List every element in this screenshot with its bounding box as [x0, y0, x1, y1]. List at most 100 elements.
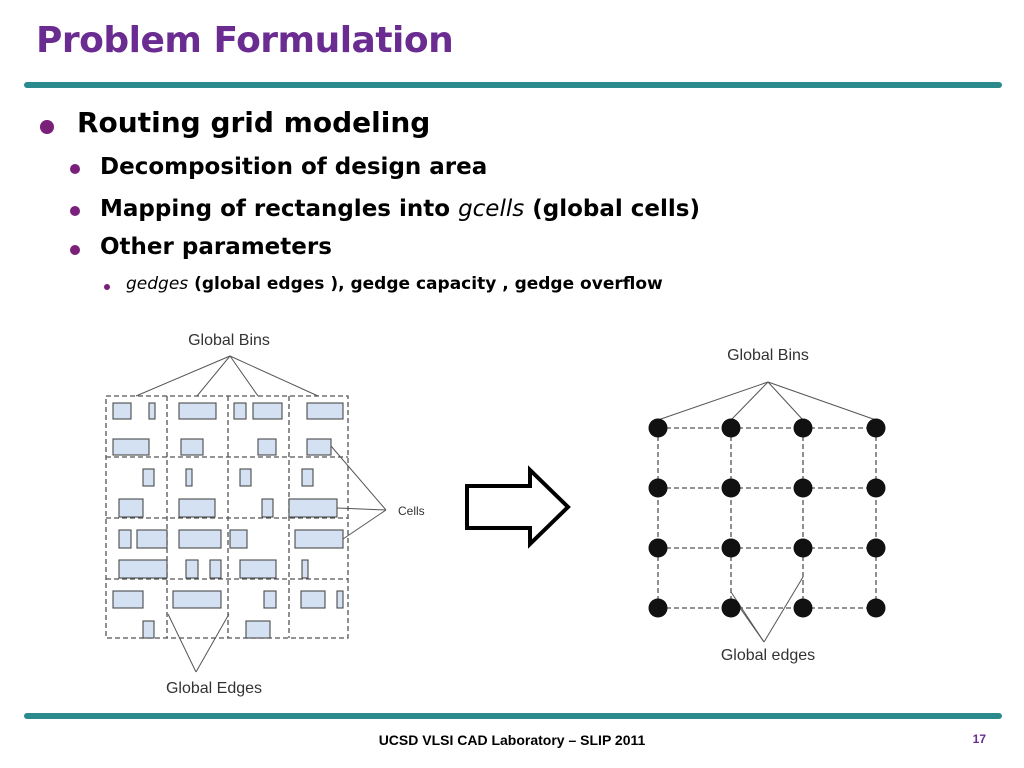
bullet-gedges-text: (global edges ), gedge capacity , gedge … [188, 274, 663, 294]
cell-rect [178, 498, 216, 518]
bullet-gedges: gedges (global edges ), gedge capacity ,… [126, 274, 663, 294]
bullet-gedges-term: gedges [126, 274, 189, 294]
bin-node [648, 418, 668, 438]
cell-rect [185, 559, 199, 579]
callout-line [229, 355, 319, 397]
bin-nodes [648, 418, 886, 618]
cell-rect [178, 402, 217, 420]
bullet-global-cells-text: (global cells) [524, 196, 700, 222]
cell-rect [142, 468, 155, 487]
cell-rect [180, 438, 204, 456]
callout-line [195, 613, 230, 673]
bullet-decomposition: Decomposition of design area [100, 154, 488, 180]
cell-rect [300, 590, 326, 609]
cell-rect [178, 529, 222, 549]
right-global-edges-label: Global edges [721, 647, 815, 664]
cell-rect [118, 498, 144, 518]
slide-footer: UCSD VLSI CAD Laboratory – SLIP 2011 [378, 732, 646, 748]
cell-rect [294, 529, 344, 549]
cell-rect [252, 402, 283, 420]
cell-rect [112, 438, 150, 456]
bin-node [866, 598, 886, 618]
bin-node [721, 598, 741, 618]
bin-node [793, 538, 813, 558]
cell-rect [112, 402, 132, 420]
bin-node [721, 538, 741, 558]
bullet-mapping-text: Mapping of rectangles into [100, 196, 459, 222]
callout-line [196, 355, 231, 397]
cell-rect [172, 590, 222, 609]
bin-node [866, 538, 886, 558]
bullet-dot [70, 206, 80, 216]
cell-rect [229, 529, 248, 549]
cell-rect [112, 590, 144, 609]
callout-line [135, 355, 231, 397]
bin-node [648, 538, 668, 558]
callout-line [229, 355, 259, 397]
bin-node [648, 598, 668, 618]
cell-rect [118, 559, 168, 579]
title-divider [24, 82, 1002, 88]
cell-rect [185, 468, 193, 487]
callout-line [336, 507, 387, 511]
bin-node [793, 478, 813, 498]
bin-node [866, 418, 886, 438]
cell-rect [257, 438, 277, 456]
cell-rect [306, 438, 332, 456]
callout-line [763, 576, 804, 643]
left-global-bins-label: Global Bins [188, 332, 270, 349]
slide-title: Problem Formulation [36, 20, 454, 61]
footer-divider [24, 713, 1002, 719]
bin-graph-edges [657, 427, 877, 609]
cell-rect [301, 559, 309, 579]
bin-node [793, 598, 813, 618]
bin-node [721, 418, 741, 438]
cell-rect [306, 402, 344, 420]
callout-line [739, 607, 765, 643]
bin-node [793, 418, 813, 438]
cell-rect [118, 529, 132, 549]
cell-rect [261, 498, 274, 518]
cell-rect [136, 529, 168, 549]
cell-rect [148, 402, 156, 420]
bullet-other-parameters: Other parameters [100, 234, 332, 260]
bin-node [648, 478, 668, 498]
cell-rect [301, 468, 314, 487]
bullet-dot [70, 245, 80, 255]
bullet-gcells-term: gcells [458, 196, 525, 222]
design-area-border [105, 395, 349, 639]
cell-rect [142, 620, 155, 639]
cell-rect [239, 468, 252, 487]
callout-line [767, 381, 877, 421]
cell-rect [263, 590, 277, 609]
bullet-dot [40, 120, 54, 134]
bullet-list: Routing grid modeling Decomposition of d… [0, 0, 1024, 320]
design-area-grid [105, 395, 349, 639]
page-number: 17 [972, 732, 986, 746]
left-global-edges-label: Global Edges [166, 680, 262, 697]
callout-line [730, 381, 769, 421]
cell-rect [233, 402, 247, 420]
left-callout-lines [135, 355, 387, 673]
callout-line [767, 381, 804, 421]
cell-rect [245, 620, 271, 639]
bullet-dot [104, 284, 110, 290]
bullet-mapping-rectangles: Mapping of rectangles into gcells (globa… [100, 196, 700, 222]
cells-label: Cells [398, 504, 425, 518]
bullet-dot [70, 164, 80, 174]
callout-line [342, 509, 387, 540]
cell-rect [288, 498, 338, 518]
cell-rect [239, 559, 277, 579]
right-global-bins-label: Global Bins [727, 347, 809, 364]
bullet-routing-grid-modeling: Routing grid modeling [77, 106, 431, 139]
bin-node [866, 478, 886, 498]
callout-line [657, 381, 769, 421]
cell-rectangles [112, 402, 344, 639]
callout-line [167, 613, 197, 673]
cell-rect [209, 559, 222, 579]
right-callout-lines [657, 381, 877, 643]
callout-line [330, 445, 387, 511]
cell-rect [336, 590, 344, 609]
bin-node [721, 478, 741, 498]
